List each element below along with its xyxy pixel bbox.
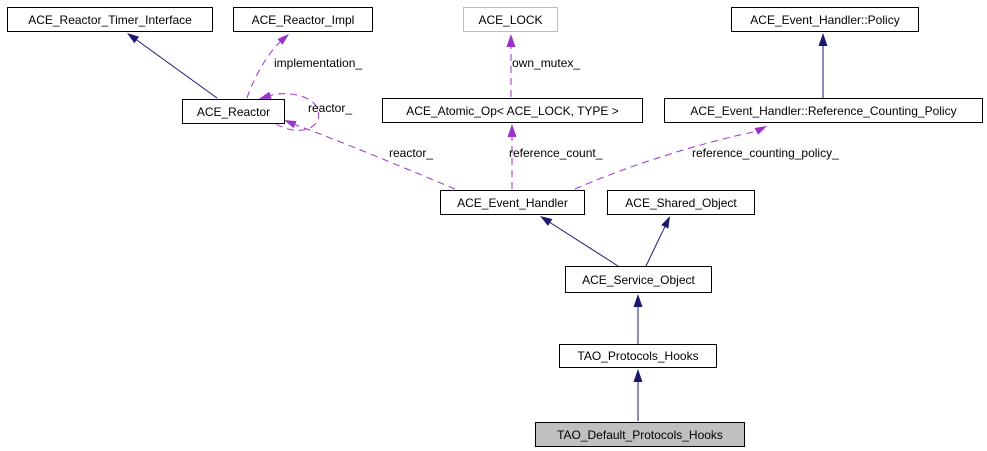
edge-label-reactor: reactor_ [389,146,434,160]
inheritance-edge-serviceobject-to-eventhandler [540,216,619,267]
collaboration-edge-reactor-from-eventhandler [284,120,456,190]
class-node-ace-event-handler-policy[interactable]: ACE_Event_Handler::Policy [731,7,919,32]
inheritance-edge-defaulthooks-to-protocolshooks [633,369,643,421]
class-node-tao-default-protocols-hooks: TAO_Default_Protocols_Hooks [535,422,745,447]
edge-label-reactor-self: reactor_ [308,101,353,115]
inheritance-edge-refcountpolicy-to-policy [818,33,828,98]
edge-label-own-mutex: own_mutex_ [512,56,581,70]
collaboration-edge-own-mutex [506,34,516,97]
edge-label-reference-counting-policy: reference_counting_policy_ [692,146,839,160]
class-node-ace-service-object[interactable]: ACE_Service_Object [565,266,712,293]
inheritance-edge-reactor-to-timer-interface [127,33,218,99]
collaboration-edge-reference-counting-policy [574,126,767,190]
inheritance-edge-protocolshooks-to-serviceobject [633,294,643,344]
class-node-ace-event-handler[interactable]: ACE_Event_Handler [440,190,585,215]
class-node-ace-shared-object[interactable]: ACE_Shared_Object [607,190,755,215]
collaboration-edge-reactor-self-loop [259,91,320,131]
class-node-ace-atomic-op[interactable]: ACE_Atomic_Op< ACE_LOCK, TYPE > [382,98,643,123]
class-node-ace-lock: ACE_LOCK [463,7,558,32]
edge-label-reference-count: reference_count_ [509,146,603,160]
collaboration-edge-implementation [246,34,289,99]
class-node-ace-event-handler-reference-counting-policy[interactable]: ACE_Event_Handler::Reference_Counting_Po… [664,98,983,123]
class-node-tao-protocols-hooks[interactable]: TAO_Protocols_Hooks [559,344,717,368]
edge-label-implementation: implementation_ [274,56,363,70]
inheritance-edge-serviceobject-to-sharedobject [645,216,670,267]
collaboration-edge-reference-count [507,124,517,189]
class-node-ace-reactor-timer-interface[interactable]: ACE_Reactor_Timer_Interface [7,7,213,32]
class-node-ace-reactor[interactable]: ACE_Reactor [182,99,285,124]
class-node-ace-reactor-impl[interactable]: ACE_Reactor_Impl [233,7,373,32]
